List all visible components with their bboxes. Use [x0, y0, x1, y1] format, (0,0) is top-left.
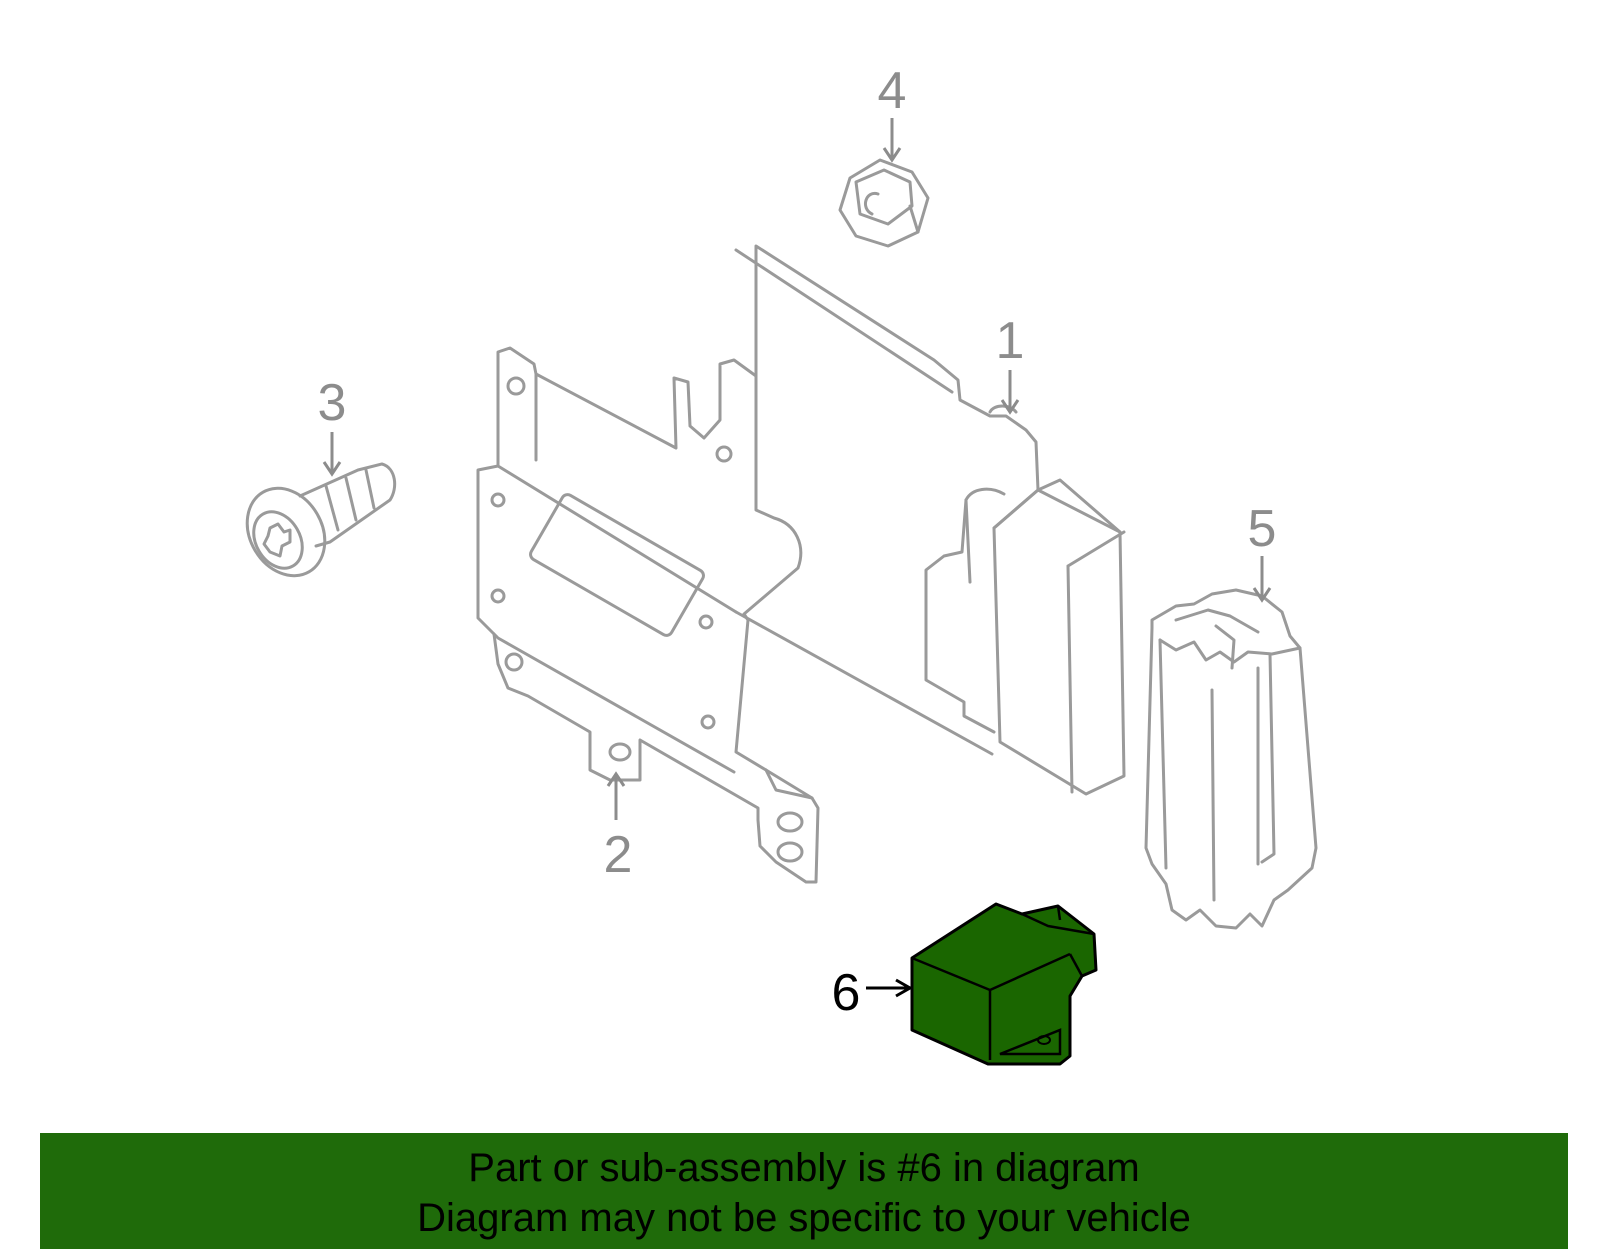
sensor-icon: [910, 902, 1098, 1066]
callout-1: 1: [996, 312, 1025, 370]
callout-5: 5: [1248, 500, 1277, 558]
callout-2-arrow: [606, 771, 626, 820]
callout-3-arrow: [322, 432, 342, 477]
callout-5-arrow: [1252, 556, 1272, 603]
control-module-icon: [734, 244, 1126, 796]
nut-icon: [838, 158, 930, 248]
footer-banner: Part or sub-assembly is #6 in diagram Di…: [40, 1133, 1568, 1249]
screw-icon: [245, 462, 397, 578]
footer-line-1: Part or sub-assembly is #6 in diagram: [468, 1146, 1140, 1190]
callout-3: 3: [318, 374, 347, 432]
callout-2: 2: [604, 826, 633, 884]
callout-6: 6: [832, 964, 861, 1022]
bracket-icon: [476, 346, 820, 884]
callout-4-arrow: [882, 118, 902, 163]
connector-module-icon: [1144, 588, 1318, 930]
callout-1-arrow: [1000, 370, 1020, 415]
footer-line-2: Diagram may not be specific to your vehi…: [417, 1196, 1191, 1240]
callout-6-arrow: [866, 978, 914, 998]
callout-4: 4: [878, 62, 907, 120]
